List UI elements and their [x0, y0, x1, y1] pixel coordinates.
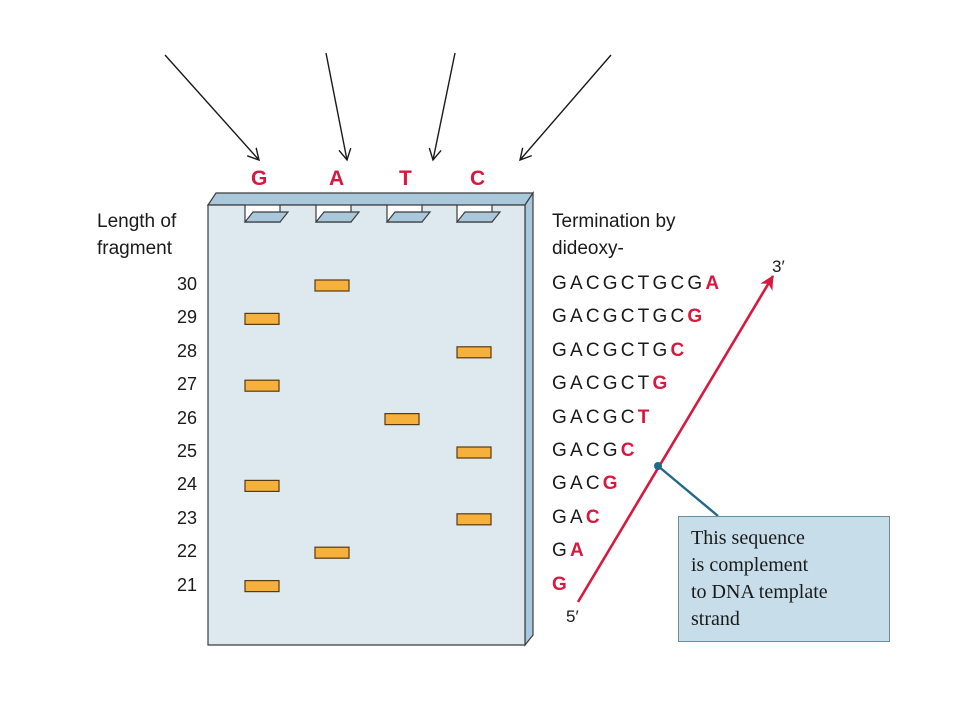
- callout-line-1: This sequence: [691, 527, 805, 549]
- sequence-body: G: [552, 540, 570, 562]
- left-header-line-1: Length of: [97, 211, 177, 232]
- terminal-base: G: [687, 306, 706, 328]
- band-22: [314, 546, 350, 559]
- gel-top-face: [206, 192, 535, 206]
- band-28: [456, 346, 492, 359]
- terminal-base: G: [602, 473, 621, 495]
- sequence-row-27: GACGCTG: [552, 373, 670, 395]
- terminal-base: C: [670, 339, 688, 361]
- sequence-body: GACGCT: [552, 373, 653, 395]
- sequence-body: GA: [552, 506, 586, 528]
- terminal-base: C: [585, 506, 603, 528]
- terminal-base: T: [637, 406, 653, 428]
- well-g: [243, 211, 290, 223]
- sequence-row-23: GAC: [552, 507, 603, 529]
- fragment-length-23: 23: [176, 507, 197, 528]
- sequence-row-28: GACGCTGC: [552, 340, 687, 362]
- right-header-line-1: Termination by: [552, 211, 676, 232]
- terminal-base: A: [569, 540, 587, 562]
- terminal-base: A: [705, 273, 723, 294]
- sequence-body: GACG: [552, 440, 621, 461]
- sequence-body: GAC: [552, 473, 603, 495]
- gel-bands: [244, 279, 492, 593]
- sequence-body: GACGCTGCG: [552, 273, 706, 294]
- lane-label-c: C: [470, 167, 486, 190]
- callout-line-2: is complement: [691, 554, 809, 576]
- band-26: [384, 413, 420, 426]
- band-25: [456, 446, 492, 459]
- load-arrow-c: [519, 54, 612, 162]
- sequence-row-21: G: [552, 574, 570, 596]
- callout-line-4: strand: [691, 608, 740, 630]
- fragment-length-22: 22: [176, 541, 197, 562]
- band-29: [244, 312, 280, 325]
- sequence-row-22: GA: [552, 540, 587, 562]
- right-header-line-2: dideoxy-: [552, 238, 624, 259]
- fragment-length-26: 26: [176, 407, 197, 428]
- fragment-length-27: 27: [176, 374, 197, 395]
- callout-pointer-dot: [654, 462, 662, 470]
- band-30: [314, 279, 350, 292]
- well-t: [385, 211, 432, 223]
- load-arrow-g: [164, 54, 260, 162]
- gel-slab: [207, 204, 526, 646]
- length-of-fragment-header: Length of fragment: [97, 208, 176, 262]
- sequence-body: GACGC: [552, 406, 638, 428]
- sequence-row-30: GACGCTGCGA: [552, 273, 722, 295]
- three-prime-label: 3′: [772, 257, 785, 276]
- complement-callout: This sequence is complement to DNA templ…: [678, 516, 890, 642]
- fragment-length-28: 28: [176, 340, 197, 361]
- terminal-base: G: [652, 373, 671, 395]
- fragment-length-24: 24: [176, 474, 197, 495]
- sequence-body: GACGCTG: [552, 339, 671, 361]
- termination-header: Termination by dideoxy-: [552, 208, 676, 262]
- terminal-base: G: [552, 573, 570, 595]
- terminal-base: C: [620, 440, 638, 461]
- lane-label-g: G: [251, 167, 268, 190]
- sequence-body: GACGCTGC: [552, 306, 688, 328]
- callout-pointer: [657, 465, 719, 517]
- well-c: [455, 211, 502, 223]
- fragment-length-30: 30: [176, 274, 197, 294]
- load-arrow-t: [428, 52, 456, 162]
- fragment-length-21: 21: [176, 574, 197, 595]
- well-a: [314, 211, 361, 223]
- left-header-line-2: fragment: [97, 238, 172, 259]
- band-23: [456, 513, 492, 526]
- band-24: [244, 479, 280, 492]
- callout-line-3: to DNA template: [691, 581, 828, 603]
- five-prime-label: 5′: [566, 607, 579, 626]
- fragment-length-25: 25: [176, 441, 197, 461]
- synthesized-strand-arrow: [576, 275, 775, 603]
- sequence-row-29: GACGCTGCG: [552, 306, 705, 328]
- lane-label-a: A: [329, 167, 345, 190]
- band-27: [244, 379, 280, 392]
- gel-side-face: [524, 191, 534, 647]
- band-21: [244, 579, 280, 593]
- sequence-row-24: GACG: [552, 473, 621, 495]
- sequence-row-26: GACGCT: [552, 407, 653, 429]
- fragment-length-29: 29: [176, 307, 197, 328]
- load-arrow-a: [325, 52, 352, 162]
- lane-label-t: T: [399, 167, 412, 190]
- gel-wells: [243, 211, 502, 223]
- sequence-row-25: GACGC: [552, 440, 638, 462]
